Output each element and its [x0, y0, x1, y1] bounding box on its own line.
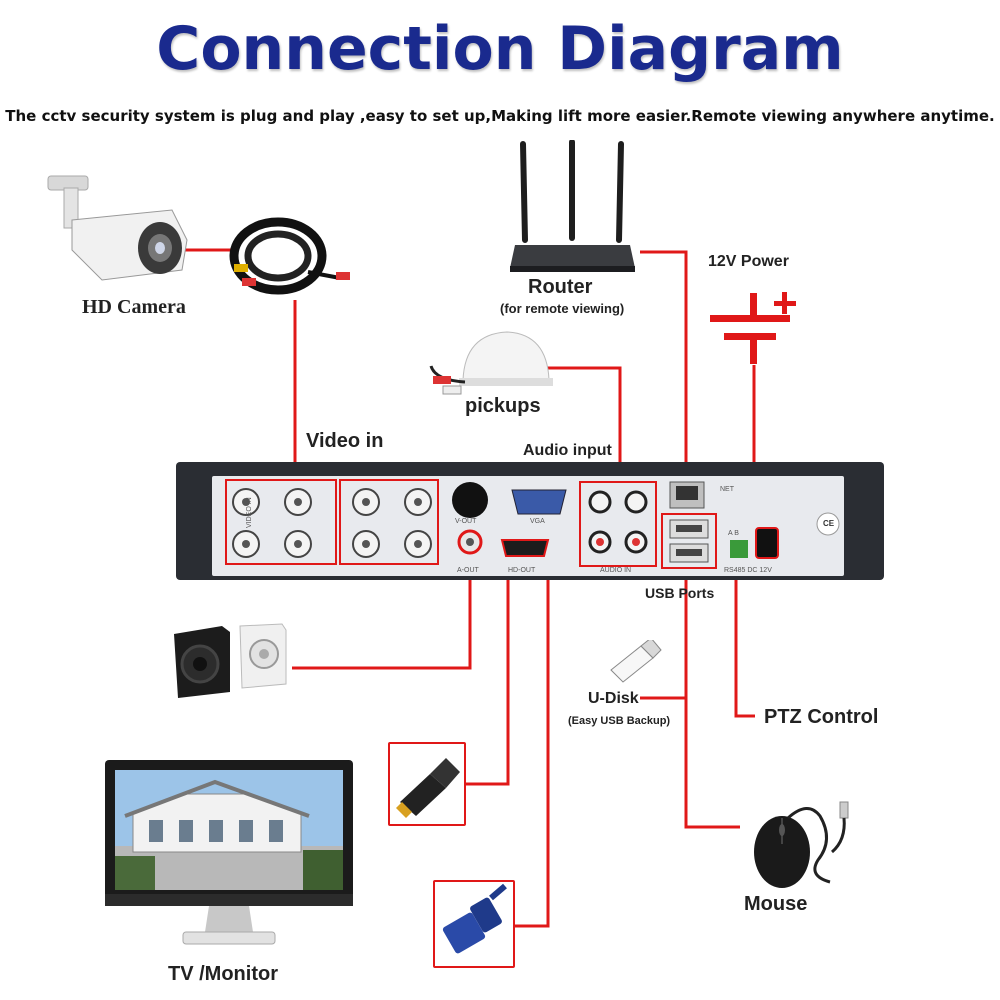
wire-mouse: [684, 568, 740, 829]
hd-camera-label: HD Camera: [82, 296, 186, 318]
dvr-hdout-text: HD-OUT: [508, 567, 536, 574]
wire-speakers: [292, 555, 472, 670]
speakers-image: [174, 623, 287, 698]
wire-ptz: [734, 560, 755, 718]
vga-cable-box: [433, 880, 515, 968]
udisk-label: U-Disk: [588, 690, 639, 707]
mouse-image: [754, 801, 849, 888]
pickups-label: pickups: [465, 395, 541, 417]
router-note: (for remote viewing): [500, 301, 625, 316]
dvr-aout-text: A-OUT: [457, 567, 479, 574]
audio-input-label: Audio input: [523, 442, 612, 459]
hdmi-connector-image: [396, 758, 460, 818]
usb-ports-label: USB Ports: [645, 585, 715, 601]
dvr-rs485-text: RS485 DC 12V: [724, 567, 772, 574]
dvr-audio-in-text: AUDIO IN: [600, 567, 632, 574]
wire-vga: [515, 562, 550, 928]
dvr-net-text: NET: [720, 486, 734, 493]
ptz-control-label: PTZ Control: [764, 706, 879, 728]
tv-monitor-image: [105, 760, 353, 945]
wire-router-net: [640, 250, 688, 480]
dvr-vga-text: VGA: [530, 518, 545, 525]
udisk-note: (Easy USB Backup): [568, 715, 671, 727]
dvr-rear-panel: [176, 462, 884, 580]
hd-camera-image: [47, 175, 188, 281]
mouse-label: Mouse: [744, 893, 808, 915]
page-title: Connection Diagram: [156, 14, 844, 84]
pickup-microphone-image: [429, 331, 553, 395]
dvr-video-in-text: VIDEO IN: [246, 497, 253, 528]
power-label: 12V Power: [708, 253, 789, 270]
hdmi-cable-box: [388, 742, 466, 826]
subtitle: The cctv security system is plug and pla…: [5, 107, 995, 125]
dvr-ab-text: A B: [728, 530, 739, 537]
usb-flash-drive-image: [610, 640, 662, 683]
dc-power-symbol-icon: [710, 292, 796, 364]
tv-monitor-label: TV /Monitor: [168, 963, 278, 985]
dvr-vout-text: V-OUT: [455, 518, 477, 525]
wire-hdmi: [466, 562, 510, 786]
dvr-ce-text: CE: [823, 519, 835, 528]
wire-pickups-audio: [545, 366, 622, 485]
router-label: Router: [528, 276, 593, 298]
video-in-label: Video in: [306, 430, 384, 452]
vga-connector-image: [442, 883, 507, 954]
router-image: [510, 140, 635, 272]
bnc-cable-coil-image: [229, 217, 350, 295]
